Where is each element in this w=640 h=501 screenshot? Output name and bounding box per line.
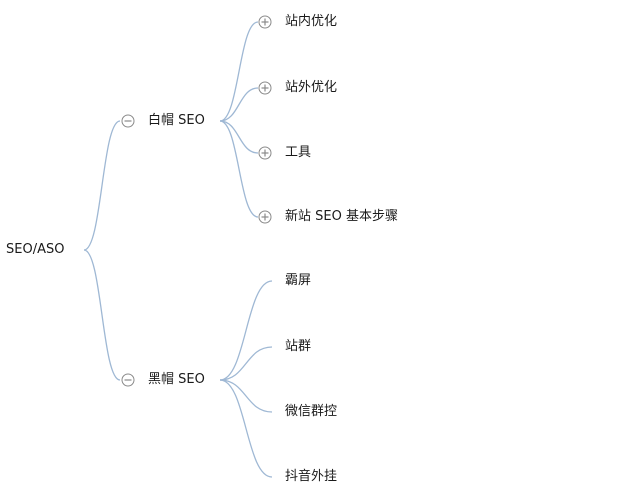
expand-toggle-icon[interactable] [258, 210, 272, 224]
leaf-node-offsite-optimization[interactable]: 站外优化 [285, 80, 338, 95]
branch-node-white-hat-seo[interactable]: 白帽 SEO [148, 113, 205, 128]
leaf-node-tools[interactable]: 工具 [285, 145, 312, 160]
leaf-node-site-cluster[interactable]: 站群 [285, 339, 312, 354]
connector-black-hat-child-3 [219, 379, 273, 478]
connector-black-hat-child-0 [219, 280, 273, 381]
connector-black-hat-child-2 [219, 379, 273, 413]
leaf-node-douyin-plugin[interactable]: 抖音外挂 [285, 469, 338, 484]
connector-root-black-hat [83, 249, 121, 381]
connector-root-white-hat [83, 120, 121, 251]
leaf-node-screen-domination[interactable]: 霸屏 [285, 273, 312, 288]
connector-white-hat-child-1 [219, 87, 259, 122]
connector-white-hat-child-3 [219, 120, 259, 218]
connector-white-hat-child-2 [219, 120, 259, 154]
collapse-toggle-icon[interactable] [121, 114, 135, 128]
root-node[interactable]: SEO/ASO [6, 242, 65, 257]
branch-node-black-hat-seo[interactable]: 黑帽 SEO [148, 372, 205, 387]
connector-black-hat-child-1 [219, 346, 273, 381]
connector-white-hat-child-0 [219, 21, 259, 122]
leaf-node-wechat-group-control[interactable]: 微信群控 [285, 404, 338, 419]
collapse-toggle-icon[interactable] [121, 373, 135, 387]
expand-toggle-icon[interactable] [258, 146, 272, 160]
leaf-node-new-site-seo-steps[interactable]: 新站 SEO 基本步骤 [285, 209, 398, 224]
expand-toggle-icon[interactable] [258, 81, 272, 95]
expand-toggle-icon[interactable] [258, 15, 272, 29]
leaf-node-onsite-optimization[interactable]: 站内优化 [285, 14, 338, 29]
